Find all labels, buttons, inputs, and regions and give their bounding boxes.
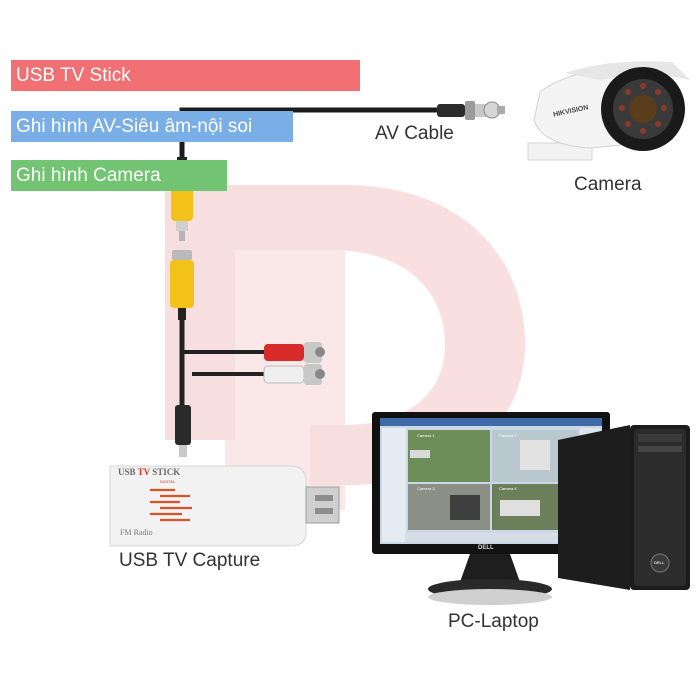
label-av-cable: AV Cable [375,123,454,144]
label-usb-tv-capture: USB TV Capture [119,550,261,571]
stick-brand-stick: STICK [149,467,181,477]
white-rca-jack [263,364,325,385]
banner-camera-recording: Ghi hình Camera [11,160,227,191]
stick-fm-radio: FM Radio [120,528,153,537]
usb-stick-body [109,465,340,547]
yellow-rca-jack [170,250,194,320]
stick-brand-tv: TV [137,467,150,477]
banner-usb-tv-stick-text: USB TV Stick [16,65,131,86]
banner-av-recording-text: Ghi hình AV-Siêu âm-nội soi [16,116,253,137]
label-pc-laptop: PC-Laptop [448,611,539,632]
red-rca-jack [264,342,325,363]
bnc-connector [437,101,505,120]
banner-camera-recording-text: Ghi hình Camera [16,165,161,186]
banner-usb-tv-stick: USB TV Stick [11,60,360,91]
stick-brand-usb: USB [118,467,138,477]
cam-label-4: Camera 4 [499,486,517,491]
cam-label-2: Camera 2 [499,433,517,438]
pc-brand: DELL [654,560,665,565]
mini-plug [175,405,191,457]
bullet-camera [527,61,690,161]
label-camera: Camera [574,174,642,195]
stick-brand: USB TV STICK [118,467,180,477]
pc-tower [558,425,690,590]
stick-digital: DIGITAL [160,479,176,484]
cam-label-3: Camera 3 [417,486,435,491]
banner-av-recording: Ghi hình AV-Siêu âm-nội soi [11,111,293,142]
cam-label-1: Camera 1 [417,433,435,438]
monitor-brand: DELL [478,545,494,551]
av-cable [179,107,460,160]
